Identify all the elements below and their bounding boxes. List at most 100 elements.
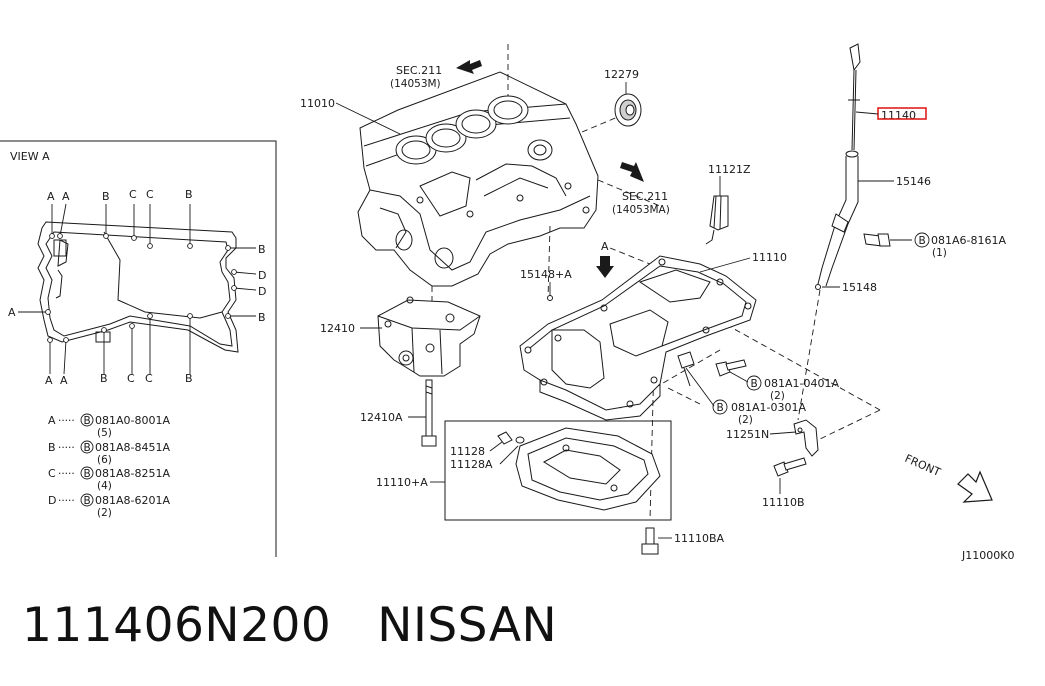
sec211-mid-label: SEC.211 xyxy=(622,190,668,203)
view-a-letter-bottom: C xyxy=(127,372,135,385)
legend-row: A ····· B 081A0-8001A (5) xyxy=(48,413,170,439)
strainer-11121z xyxy=(705,195,729,245)
dipstick-11140 xyxy=(848,43,861,151)
view-a-letter-right: D xyxy=(258,269,266,282)
leader-bolt2 xyxy=(729,371,749,383)
view-a-letter-bottom: C xyxy=(145,372,153,385)
svg-text:B: B xyxy=(48,441,56,454)
view-a-letter-bottom: B xyxy=(185,372,193,385)
view-a-letter-bottom: A xyxy=(45,374,53,387)
circled-b-icon xyxy=(80,466,94,480)
view-a-arrow-icon xyxy=(596,256,614,278)
highlight-box-11140 xyxy=(877,107,927,120)
footer-part-number: 111406N200 xyxy=(22,598,332,653)
part-label-15146: 15146 xyxy=(896,175,931,188)
view-a-letter-top: A xyxy=(47,190,55,203)
svg-text:(2): (2) xyxy=(97,507,112,519)
view-a-letter-top: B xyxy=(102,190,110,203)
bolt3-part-number: 081A1-0301A xyxy=(731,401,806,414)
leader-11128 xyxy=(489,441,503,452)
guide-tube-15146 xyxy=(817,150,859,287)
svg-text:·····: ····· xyxy=(58,442,75,454)
arrow-a-label: A xyxy=(601,240,609,253)
bolt1-b-mark: B xyxy=(919,235,926,247)
leader-11128a xyxy=(499,445,519,465)
lower-oil-pan-box xyxy=(444,420,672,521)
leader-11251n xyxy=(769,431,797,435)
svg-text:C: C xyxy=(48,467,56,480)
svg-text:B: B xyxy=(84,415,91,427)
circled-b-icon xyxy=(914,232,930,248)
part-label-12410a: 12410A xyxy=(360,411,403,424)
legend-row: D ····· B 081A8-6201A (2) xyxy=(48,493,170,519)
svg-text:(4): (4) xyxy=(97,480,112,492)
svg-text:·····: ····· xyxy=(58,415,75,427)
view-a-leaders xyxy=(18,203,257,375)
front-label: FRONT xyxy=(903,452,943,479)
svg-text:B: B xyxy=(84,468,91,480)
view-a-letter-top: A xyxy=(62,190,70,203)
svg-text:·····: ····· xyxy=(58,468,75,480)
view-a-oil-pan-outline xyxy=(37,221,239,353)
bolt-legend: A ····· B 081A0-8001A (5) B ····· B 081A… xyxy=(48,413,170,519)
part-label-11110b: 11110B xyxy=(762,496,805,509)
svg-text:081A8-8451A: 081A8-8451A xyxy=(95,441,170,454)
svg-text:A: A xyxy=(48,414,56,427)
circled-b-icon xyxy=(80,440,94,454)
view-a-title: VIEW A xyxy=(10,150,50,163)
svg-text:D: D xyxy=(48,494,56,507)
svg-text:(6): (6) xyxy=(97,454,112,466)
bracket-11251n xyxy=(793,419,819,457)
bolt-11110b xyxy=(773,457,807,477)
legend-row: C ····· B 081A8-8251A (4) xyxy=(48,466,170,492)
sec211-top-sub: (14053M) xyxy=(390,78,441,90)
part-label-11110: 11110 xyxy=(752,251,787,264)
leader-bolt3 xyxy=(685,367,715,407)
leader-11110 xyxy=(699,257,751,273)
leader-11010 xyxy=(335,102,401,135)
view-a-letter-right: D xyxy=(258,285,266,298)
view-a-letter-top: B xyxy=(185,188,193,201)
sec211-mid-sub: (14053MA) xyxy=(612,204,670,216)
view-a-bolt-dots xyxy=(45,233,237,343)
part-label-11121z: 11121Z xyxy=(708,163,751,176)
balancer-unit-12410 xyxy=(377,296,481,377)
bolt-081a1-0401a xyxy=(715,359,747,377)
svg-text:081A8-6201A: 081A8-6201A xyxy=(95,494,170,507)
view-a-letter-right: B xyxy=(258,243,266,256)
bolt1-quantity: (1) xyxy=(932,247,947,259)
view-a-letter-bottom: A xyxy=(60,374,68,387)
bolt2-b-mark: B xyxy=(751,378,758,390)
sec211-top-label: SEC.211 xyxy=(396,64,442,77)
front-arrow-icon xyxy=(957,470,993,503)
part-label-11128: 11128 xyxy=(450,445,485,458)
legend-row: B ····· B 081A8-8451A (6) xyxy=(48,440,170,466)
seal-12279 xyxy=(614,93,642,127)
drain-plug-11128 xyxy=(497,431,525,445)
part-label-12410: 12410 xyxy=(320,322,355,335)
part-label-11110ba: 11110BA xyxy=(674,532,725,545)
sec211-top-arrow-icon xyxy=(456,60,482,74)
bolt-12410a xyxy=(421,379,437,447)
svg-text:081A8-8251A: 081A8-8251A xyxy=(95,467,170,480)
part-label-11010: 11010 xyxy=(300,97,335,110)
circled-b-icon xyxy=(80,493,94,507)
bolt-081a1-0301a xyxy=(677,351,695,387)
bolt2-part-number: 081A1-0401A xyxy=(764,377,839,390)
part-label-12279: 12279 xyxy=(604,68,639,81)
diagram-code: J11000K0 xyxy=(961,549,1014,562)
upper-oil-pan-11110 xyxy=(519,255,757,421)
leader-11140 xyxy=(855,111,879,115)
sec211-mid-arrow-icon xyxy=(620,162,644,182)
lower-oil-pan xyxy=(515,427,661,511)
oring-15148a xyxy=(547,295,553,301)
view-a-letter-bottom: B xyxy=(100,372,108,385)
view-a-letter-top: C xyxy=(129,188,137,201)
bolt-11110ba xyxy=(641,527,659,555)
svg-text:B: B xyxy=(84,442,91,454)
part-label-11110a: 11110+A xyxy=(376,476,428,489)
circled-b-icon xyxy=(80,413,94,427)
svg-text:(5): (5) xyxy=(97,427,112,439)
